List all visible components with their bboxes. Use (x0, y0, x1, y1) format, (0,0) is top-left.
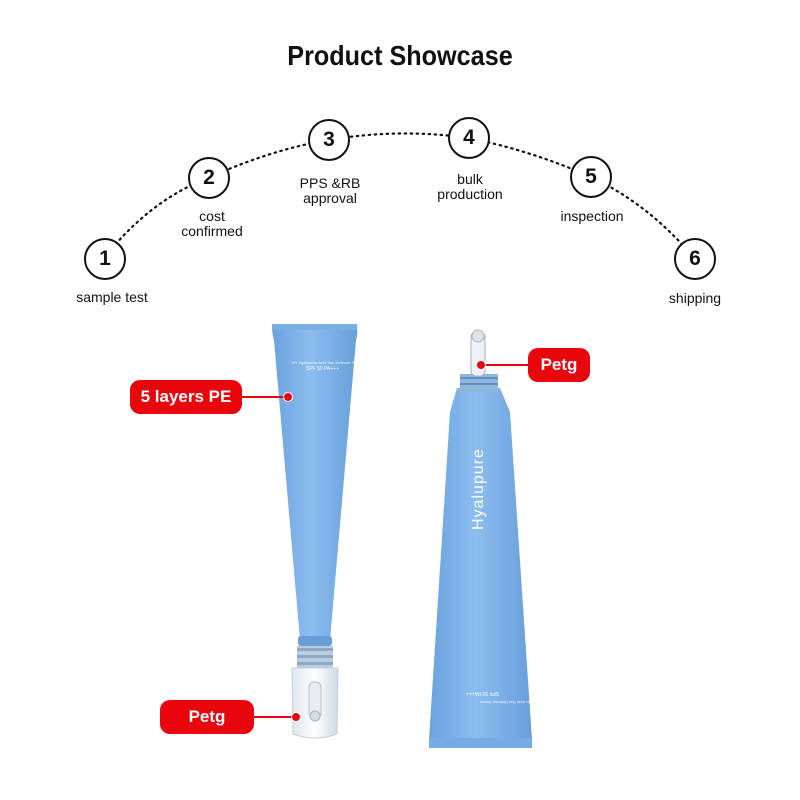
callout-petg-left-dot (291, 712, 301, 722)
callout-petg-right: Petg (528, 348, 590, 382)
step-4-label: bulk production (437, 171, 503, 202)
left-tube-spf: SPF 50 PA+++ (306, 366, 340, 372)
step-2-label: cost confirmed (181, 208, 243, 239)
step-1-label: sample test (76, 289, 148, 305)
left-tube (272, 324, 358, 739)
right-tube-crimp (429, 738, 532, 748)
callout-5-layers-pe: 5 layers PE (130, 380, 242, 414)
left-tube-small-print: HY Hyaluronic Acid Sun Defense Serum (292, 360, 364, 365)
callout-petg-right-line (484, 364, 528, 366)
step-2-circle: 2 (188, 157, 230, 199)
step-6-circle: 6 (674, 238, 716, 280)
left-tube-nozzle (297, 646, 333, 670)
right-tube-body (429, 388, 532, 748)
page-title: Product Showcase (287, 40, 513, 71)
callout-petg-left-line (254, 716, 294, 718)
callout-petg-left: Petg (160, 700, 254, 734)
right-tube (429, 329, 532, 748)
step-4-circle: 4 (448, 117, 490, 159)
right-tube-spf: SPF 50 PA+++ (466, 690, 500, 696)
step-3-circle: 3 (308, 119, 350, 161)
right-tube-nozzle (460, 374, 498, 392)
right-tube-brand: Hyalupure (470, 448, 487, 530)
left-tube-shoulder (298, 636, 332, 646)
step-1-circle: 1 (84, 238, 126, 280)
right-tube-small-print: HY Hyaluronic Acid Sun Defense Serum (480, 700, 552, 705)
left-tube-body (272, 324, 358, 640)
callout-5-layers-pe-line (242, 396, 286, 398)
step-3-label: PPS &RB approval (299, 175, 361, 206)
step-6-label: shipping (668, 290, 722, 306)
left-tube-crimp (272, 324, 357, 330)
callout-5-layers-pe-dot (283, 392, 293, 402)
callout-petg-right-dot (476, 360, 486, 370)
step-5-label: inspection (560, 208, 624, 224)
step-5-circle: 5 (570, 156, 612, 198)
left-tube-brand: Hyalupure (264, 558, 281, 640)
